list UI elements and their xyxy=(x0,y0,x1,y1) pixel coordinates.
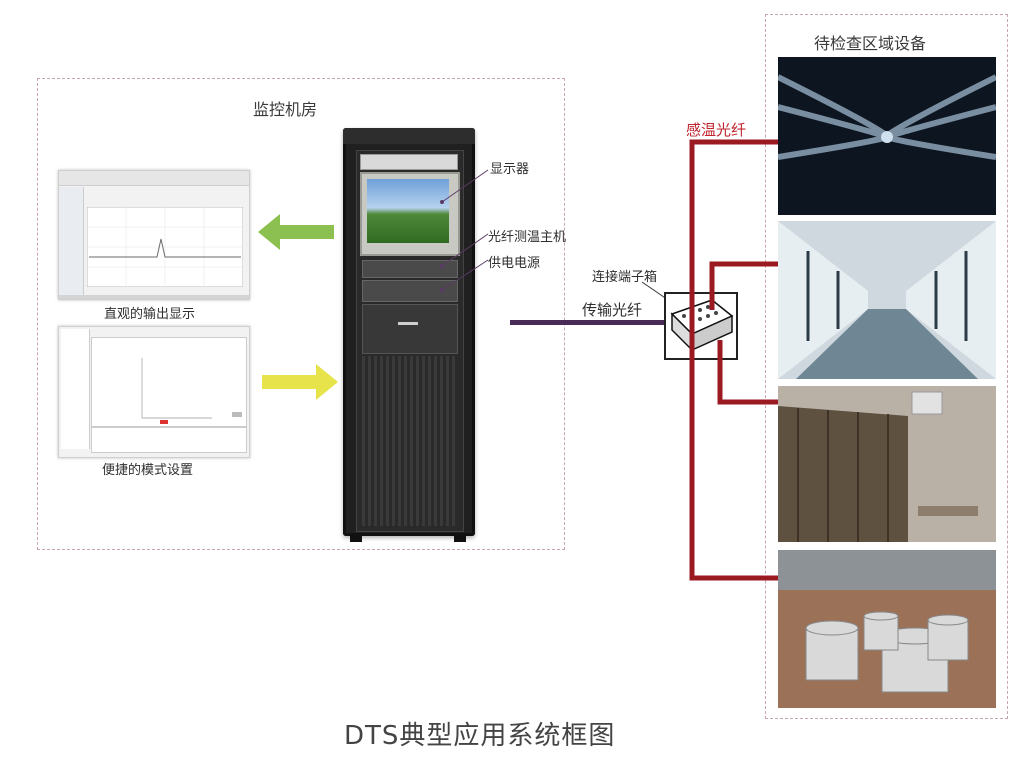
sidebar xyxy=(59,187,84,299)
cabinet-top xyxy=(343,128,475,144)
output-display-screenshot xyxy=(58,170,250,300)
tree-panel xyxy=(61,329,90,449)
status-bar xyxy=(59,295,249,299)
cabinet-handle xyxy=(398,322,418,325)
shipping-container-image xyxy=(778,386,996,542)
cabinet-foot xyxy=(350,536,362,542)
toolbar xyxy=(59,171,249,186)
host-label: 光纤测温主机 xyxy=(488,230,567,245)
junction-box-label: 连接端子箱 xyxy=(592,270,658,285)
tunnel-pipes-image xyxy=(778,57,996,215)
settings-table xyxy=(91,427,247,453)
monitoring-room-region xyxy=(37,78,565,550)
inspection-area-region xyxy=(765,14,1008,719)
cabinet-vent-panel xyxy=(362,356,456,526)
sensing-fiber-lines xyxy=(689,139,780,581)
page-title: DTS典型应用系统框图 xyxy=(344,721,616,751)
cabinet-foot xyxy=(454,536,466,542)
output-display-caption: 直观的输出显示 xyxy=(104,307,196,322)
yellow-right-arrow-icon xyxy=(262,364,338,400)
mode-settings-caption: 便捷的模式设置 xyxy=(102,463,194,478)
transmission-fiber-label: 传输光纤 xyxy=(582,301,643,319)
settings-mini-chart xyxy=(141,358,242,424)
inspection-area-label: 待检查区域设备 xyxy=(814,34,927,53)
power-supply-unit xyxy=(362,280,458,302)
tunnel-pipes-art xyxy=(778,57,996,215)
sensing-fiber-label: 感温光纤 xyxy=(686,121,747,139)
fiber-temp-host-unit xyxy=(362,260,458,278)
settings-form xyxy=(91,337,247,427)
temperature-curve-chart xyxy=(87,207,243,287)
oil-tanks-image xyxy=(778,550,996,708)
monitor-screen xyxy=(367,179,449,243)
transmission-fiber-line xyxy=(510,320,666,325)
green-left-arrow-icon xyxy=(258,214,334,250)
mode-settings-screenshot xyxy=(58,326,250,458)
factory-corridor-image xyxy=(778,221,996,379)
junction-box xyxy=(664,292,738,360)
monitoring-room-label: 监控机房 xyxy=(253,100,318,119)
display-label: 显示器 xyxy=(490,162,530,177)
power-label: 供电电源 xyxy=(488,256,541,271)
container-art xyxy=(778,386,996,542)
cabinet-drawer xyxy=(362,304,458,354)
cabinet-nameplate xyxy=(360,154,458,170)
oil-tanks-art xyxy=(778,550,996,708)
cabinet-callouts xyxy=(440,169,489,292)
factory-corridor-art xyxy=(778,221,996,379)
